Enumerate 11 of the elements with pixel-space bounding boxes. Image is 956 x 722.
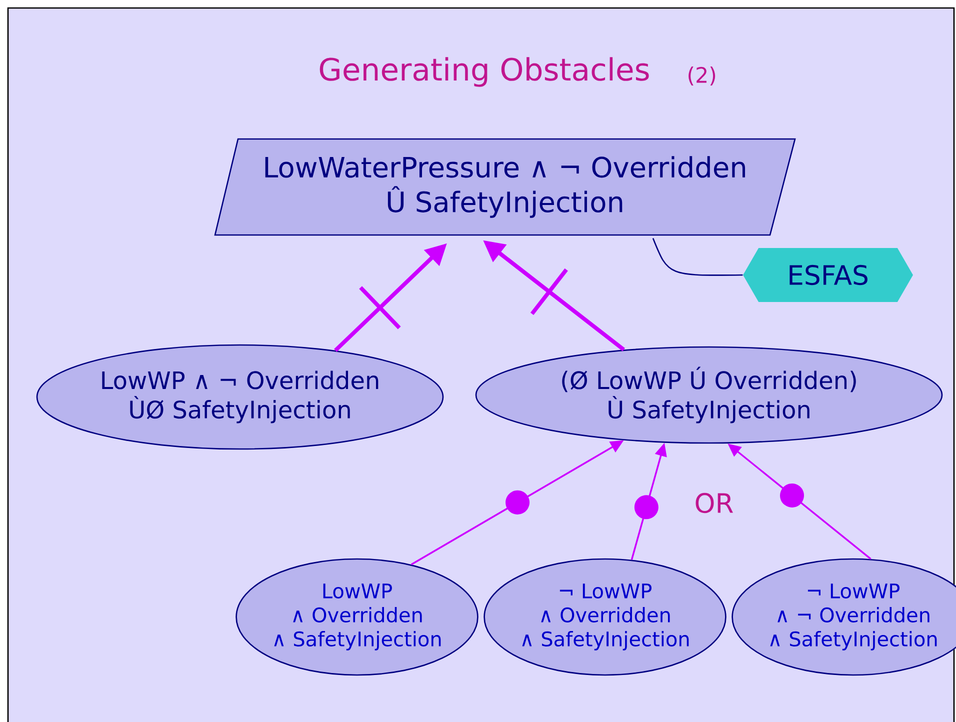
ellipse-node: LowWP ∧ ¬ Overridden ÙØ SafetyInjection <box>36 344 444 450</box>
ellipse-node: ¬ LowWP ∧ ¬ Overridden ∧ SafetyInjection <box>732 558 956 676</box>
ellipse-node: (Ø LowWP Ú Overridden) Ù SafetyInjection <box>475 346 943 444</box>
hexagon-tag: ESFAS <box>743 248 913 302</box>
connector-line <box>652 238 743 276</box>
or-label: OR <box>696 492 733 514</box>
title: Generating Obstacles <box>320 57 649 87</box>
ellipse-node: ¬ LowWP ∧ Overridden ∧ SafetyInjection <box>484 558 726 676</box>
ellipse-node: LowWP ∧ Overridden ∧ SafetyInjection <box>236 558 478 676</box>
slide-number: (2) <box>688 66 716 86</box>
parallelogram-box: LowWaterPressure ∧ ¬ Overridden Û SafetyInjection <box>214 138 796 236</box>
